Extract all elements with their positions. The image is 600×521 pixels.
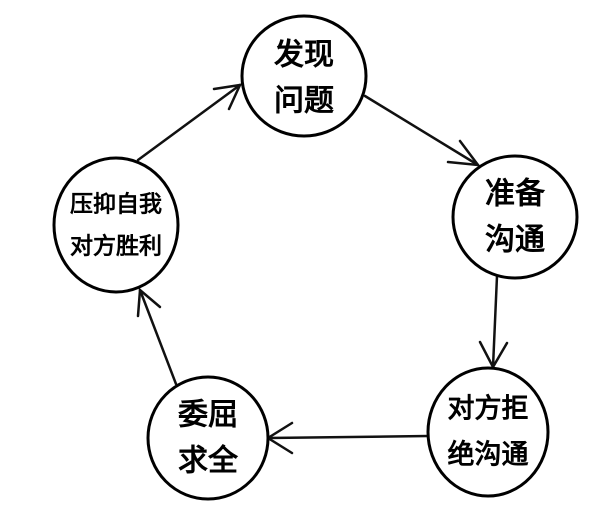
edge-suppress-to-find-problem <box>136 83 243 162</box>
edge-refuses-to-compromise <box>265 421 430 455</box>
edge-compromise-to-suppress <box>136 287 178 386</box>
node-compromise-line1: 委屈 <box>178 398 238 433</box>
node-other-refuses-line2: 绝沟通 <box>448 439 529 471</box>
node-prepare-communicate: 准备 沟通 <box>451 154 579 280</box>
node-other-refuses-line1: 对方拒 <box>448 393 529 425</box>
node-suppress-self: 压抑自我 对方胜利 <box>52 156 180 294</box>
node-find-problem-line1: 发现 <box>273 38 334 73</box>
node-suppress-self-line2: 对方胜利 <box>70 233 162 260</box>
node-other-refuses: 对方拒 绝沟通 <box>426 366 550 498</box>
node-prepare-communicate-line2: 沟通 <box>485 223 545 258</box>
node-prepare-communicate-line1: 准备 <box>485 177 546 212</box>
node-compromise: 委屈 求全 <box>146 375 270 501</box>
node-compromise-line2: 求全 <box>178 444 239 479</box>
edge-prepare-to-refuses <box>478 274 509 370</box>
edge-find-problem-to-prepare <box>363 94 481 167</box>
node-suppress-self-line1: 压抑自我 <box>70 191 162 218</box>
node-find-problem-line2: 问题 <box>274 84 334 119</box>
node-find-problem: 发现 问题 <box>240 14 368 138</box>
